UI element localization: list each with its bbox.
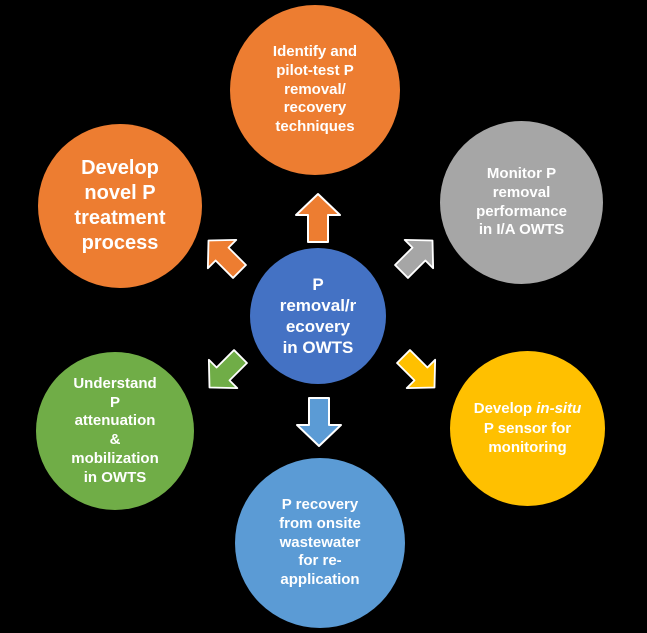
arrow-down-icon <box>296 397 342 447</box>
node-develop-label: Develop novel P treatment process <box>74 157 166 254</box>
node-p-recovery: P recovery from onsite wastewater for re… <box>235 458 405 628</box>
arrow-up-left-shape <box>206 238 247 279</box>
arrow-down-shape <box>296 397 342 447</box>
arrow-up-right-shape <box>394 238 435 279</box>
arrow-down-left-shape <box>207 349 248 390</box>
arrow-down-left-icon <box>207 349 248 390</box>
arrow-up-shape <box>295 193 341 243</box>
node-center-label: P removal/r ecovery in OWTS <box>279 274 357 358</box>
node-sensor-label: Develop in-situ P sensor for monitoring <box>462 393 594 464</box>
node-monitor-performance: Monitor P removal performance in I/A OWT… <box>440 121 603 284</box>
arrow-down-right-shape <box>396 349 437 390</box>
node-understand-attenuation: Understand P attenuation & mobilization … <box>36 352 194 510</box>
node-understand-label: Understand P attenuation & mobilization … <box>71 374 159 486</box>
node-center-p-removal: P removal/r ecovery in OWTS <box>250 248 386 384</box>
node-develop-novel-p: Develop novel P treatment process <box>38 124 202 288</box>
node-monitor-label: Monitor P removal performance in I/A OWT… <box>476 165 567 239</box>
arrow-down-right-icon <box>396 349 437 390</box>
node-identify-pilot-test: Identify and pilot-test P removal/ recov… <box>230 5 400 175</box>
arrow-up-icon <box>295 193 341 243</box>
node-sensor-label-suffix: P sensor for monitoring <box>483 419 572 457</box>
arrow-up-right-icon <box>394 238 435 279</box>
node-recovery-label: P recovery from onsite wastewater for re… <box>279 496 361 589</box>
node-sensor-label-italic: in-situ <box>536 400 582 418</box>
node-identify-label: Identify and pilot-test P removal/ recov… <box>272 43 358 136</box>
node-develop-sensor: Develop in-situ P sensor for monitoring <box>450 351 605 506</box>
arrow-up-left-icon <box>206 238 247 279</box>
node-sensor-label-prefix: Develop <box>473 400 537 418</box>
